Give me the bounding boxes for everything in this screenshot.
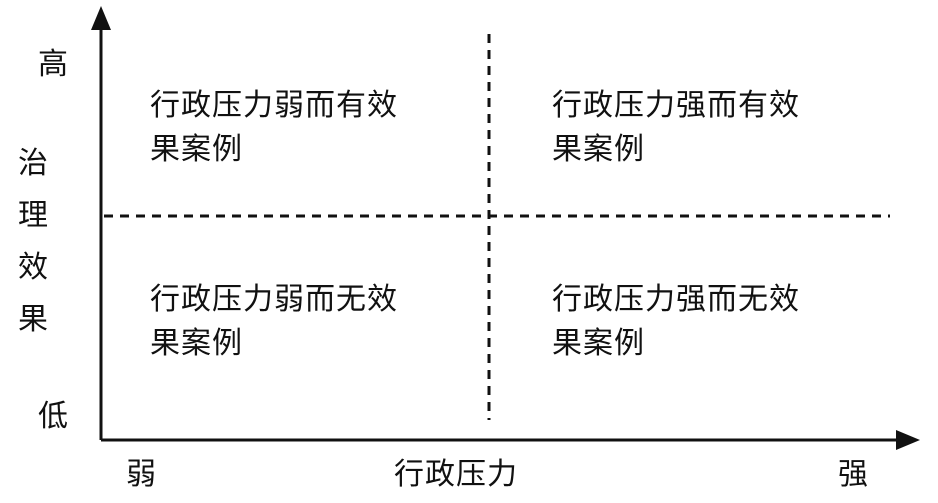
x-axis-title: 行政压力 [394, 457, 518, 492]
y-axis-high-label: 高 [38, 47, 69, 82]
y-axis-arrow [91, 6, 111, 30]
quadrant-bottom-left: 行政压力弱而无效果案例 [150, 282, 398, 361]
x-axis-strong-label: 强 [838, 457, 869, 492]
y-axis-title: 治理效果 [18, 146, 48, 337]
y-axis-low-label: 低 [38, 399, 69, 434]
x-axis-arrow [896, 430, 920, 450]
quadrant-bottom-right: 行政压力强而无效果案例 [552, 282, 800, 361]
x-axis-weak-label: 弱 [126, 457, 157, 492]
quadrant-top-right: 行政压力强而有效果案例 [552, 88, 800, 167]
quadrant-top-left: 行政压力弱而有效果案例 [150, 88, 398, 167]
